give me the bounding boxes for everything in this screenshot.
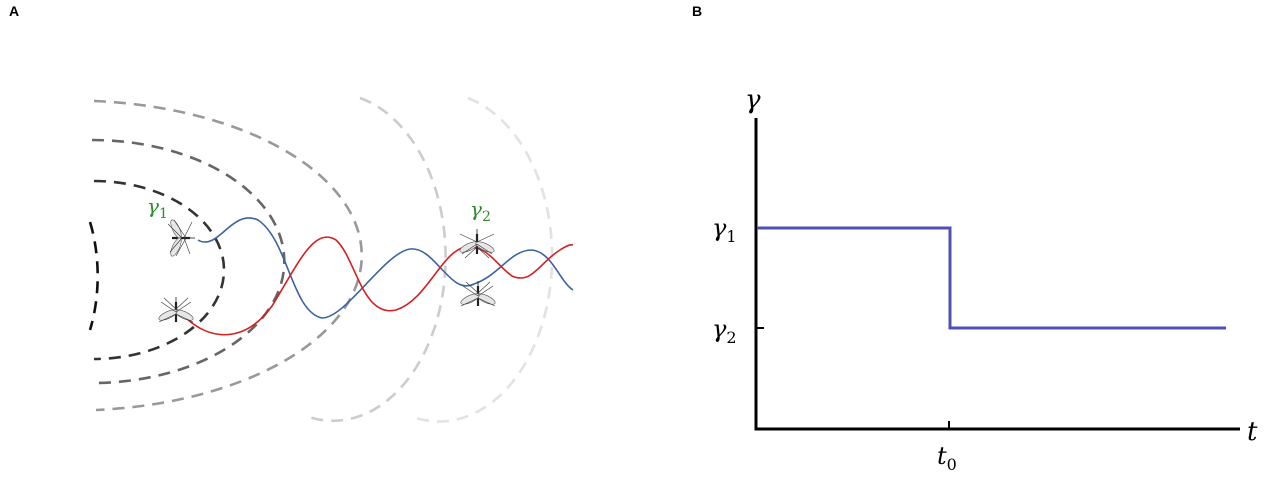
y-axis-symbol: γ [745,85,761,115]
y-tick-label-gamma1: γ1 [712,214,737,246]
mosquito-top-left-icon [167,219,195,257]
contour-6 [409,96,554,423]
gamma2-label: γ2 [470,197,491,225]
blue-trajectory [197,217,574,319]
mosquito-bottom-right-icon [460,281,496,307]
contour-4 [93,99,363,412]
mosquito-bottom-left-icon [158,297,194,323]
x-axis-symbol: t [1247,417,1258,447]
red-trajectory [185,236,574,336]
contour-2 [93,179,226,361]
x-tick-label-t0: t0 [937,442,957,474]
contour-1 [88,221,99,331]
step-line [757,226,1226,330]
odor-plume-contours [88,96,554,423]
panel-a-diagram: γ1 γ2 [88,96,574,423]
contour-5 [305,96,447,423]
panel-a-label: A [9,3,20,19]
contour-3 [91,138,286,385]
panel-b-label: B [692,3,703,19]
mosquito-top-right-icon [459,229,495,259]
gamma1-label: γ1 [147,194,168,222]
y-tick-label-gamma2: γ2 [712,315,737,347]
